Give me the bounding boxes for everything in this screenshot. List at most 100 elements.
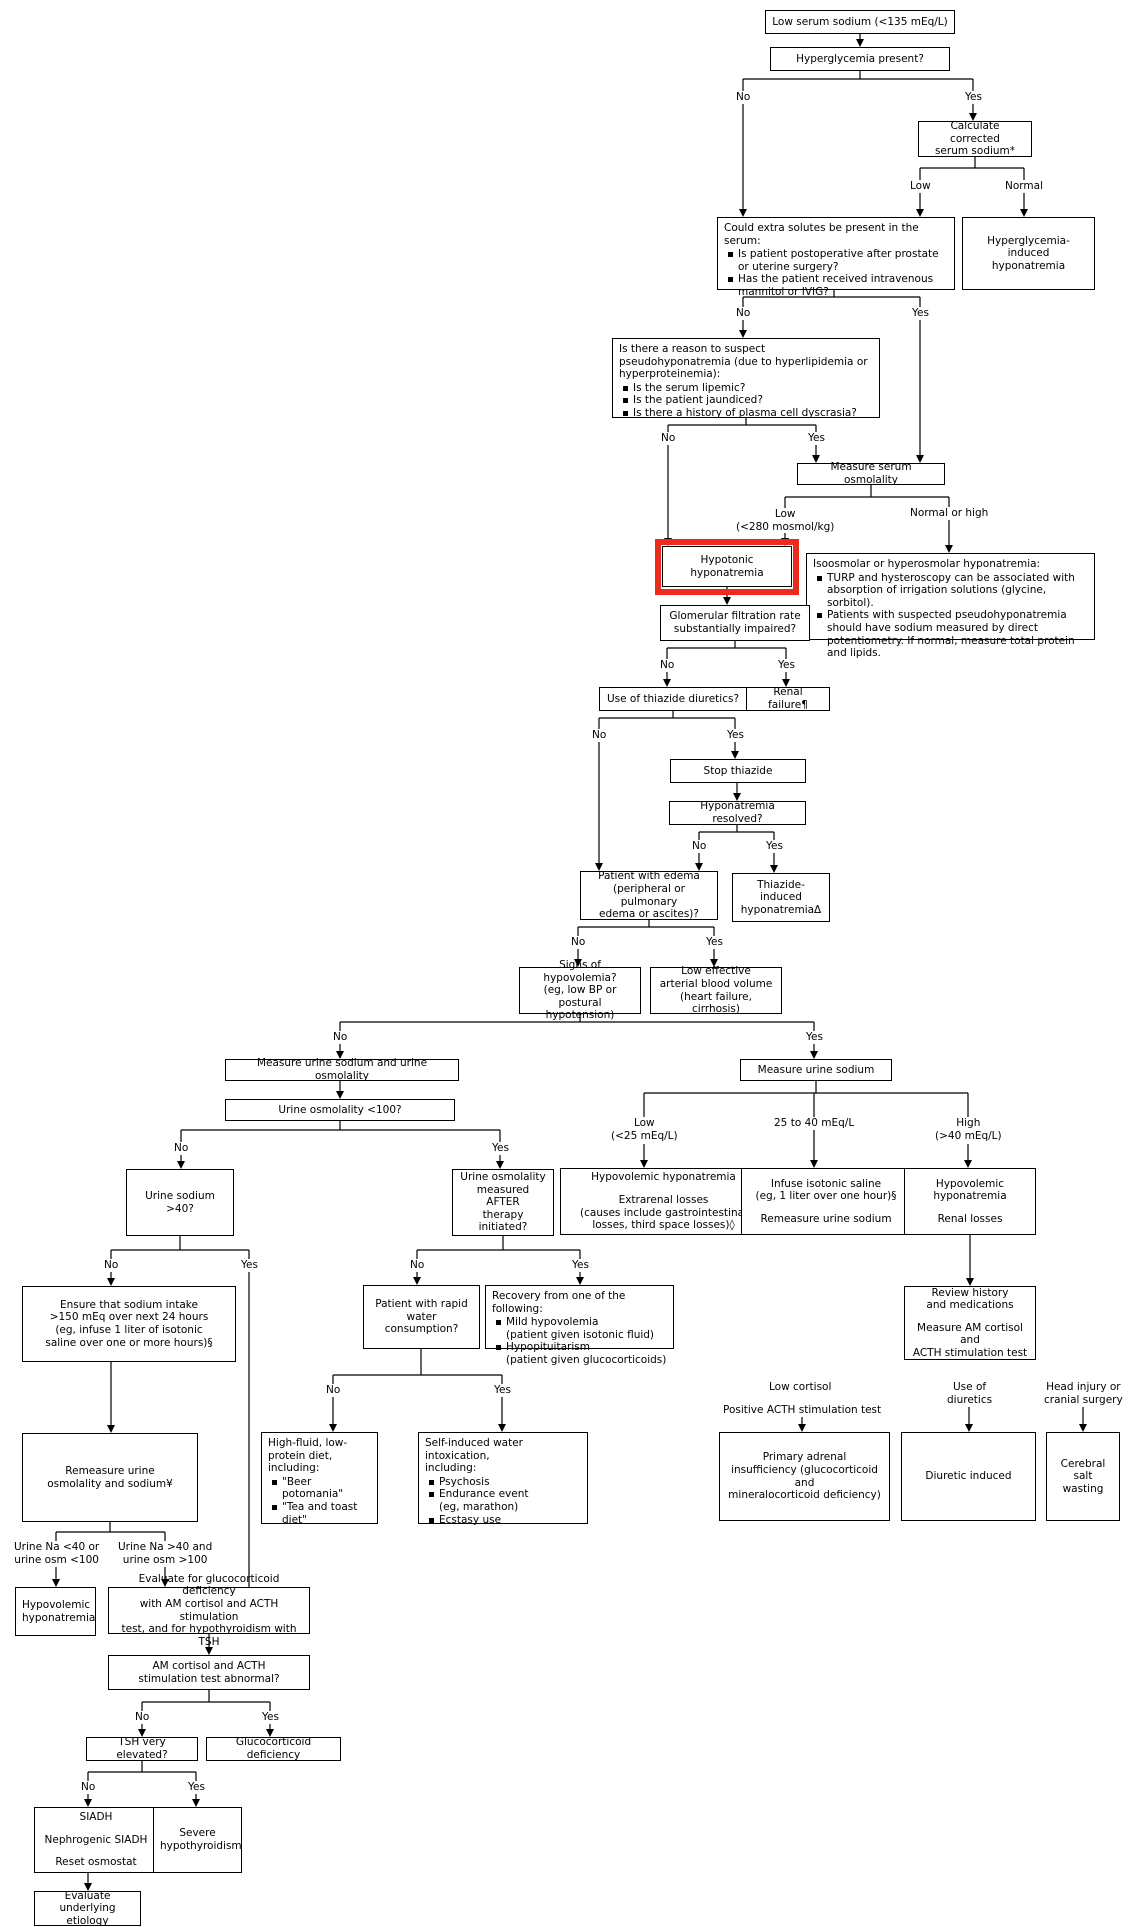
arrowhead xyxy=(710,959,718,967)
node-text: Cerebral salt xyxy=(1060,1457,1106,1483)
branch-label: Use of diuretics xyxy=(947,1381,993,1406)
arrowhead xyxy=(205,1647,213,1655)
arrowhead xyxy=(413,1277,421,1285)
node-text: Renal losses xyxy=(937,1212,1003,1225)
node-n19: Measure urine sodium and urine osmolalit… xyxy=(225,1057,459,1082)
node-text: (heart failure, cirrhosis) xyxy=(680,990,752,1016)
node-text: Self-induced water intoxication, xyxy=(425,1437,523,1462)
node-text: Calculate corrected xyxy=(950,120,1000,145)
arrowhead xyxy=(84,1883,92,1891)
node-text: etiology xyxy=(66,1914,109,1927)
node-text: postural hypotension) xyxy=(545,996,615,1022)
bullet-item: Is the serum lipemic? xyxy=(623,382,873,395)
arrowhead xyxy=(336,1051,344,1059)
branch-label: Yes xyxy=(912,307,929,319)
branch-label: Yes xyxy=(572,1259,589,1271)
branch-label: Urine Na <40 or urine osm <100 xyxy=(14,1541,100,1566)
branch-label: No xyxy=(736,91,751,103)
bullet-item: Patients with suspected pseudohyponatrem… xyxy=(817,609,1088,659)
branch-label: Urine Na >40 and urine osm >100 xyxy=(118,1541,213,1566)
node-text: Measure urine sodium and urine osmolalit… xyxy=(256,1057,428,1082)
node-n6: Is there a reason to suspect pseudohypon… xyxy=(612,338,880,420)
node-text: losses, third space losses)◊ xyxy=(592,1219,735,1232)
node-text: Low effective xyxy=(681,965,751,978)
node-text: (causes include gastrointestinal xyxy=(580,1206,747,1219)
arrowhead xyxy=(1020,209,1028,217)
branch-label: Yes xyxy=(766,840,783,852)
arrowhead xyxy=(945,545,953,553)
node-n22: Urine sodium >40? xyxy=(126,1169,234,1236)
node-n8: Hypotonic hyponatremia xyxy=(662,546,792,587)
node-text: Use of thiazide diuretics? xyxy=(606,692,740,705)
node-text: Patient with edema xyxy=(598,870,700,883)
arrowhead xyxy=(739,330,747,338)
arrowhead xyxy=(798,1424,806,1432)
node-text: water consumption? xyxy=(384,1310,459,1336)
node-text: Urine sodium >40? xyxy=(145,1189,215,1215)
arrowhead xyxy=(733,793,741,801)
branch-label: 25 to 40 mEq/L xyxy=(774,1117,855,1129)
branch-label: No xyxy=(571,936,586,948)
arrowhead xyxy=(107,1425,115,1433)
branch-label: Low (<25 mEq/L) xyxy=(611,1117,678,1142)
arrowhead xyxy=(663,679,671,687)
node-text: Could extra solutes be present in the se… xyxy=(724,222,919,247)
node-n29: Recovery from one of the following:Mild … xyxy=(485,1285,674,1366)
arrowhead xyxy=(595,863,603,871)
arrowhead xyxy=(138,1729,146,1737)
branch-label: High (>40 mEq/L) xyxy=(935,1117,1002,1142)
node-text: Hypotonic hyponatremia xyxy=(690,553,764,579)
node-text: saline over one or more hours)§ xyxy=(45,1336,213,1349)
node-text: Primary adrenal xyxy=(762,1451,847,1464)
bullet-list: Is the serum lipemic?Is the patient jaun… xyxy=(619,382,873,420)
branch-label: No xyxy=(592,729,607,741)
branch-label: Normal xyxy=(1005,180,1043,192)
bullet-list: Is patient postoperative after prostate … xyxy=(724,248,948,298)
node-text: Evaluate underlying xyxy=(59,1889,116,1915)
arrowhead xyxy=(329,1424,337,1432)
node-n4: Could extra solutes be present in the se… xyxy=(717,217,955,298)
node-text: (eg, 1 liter over one hour)§ xyxy=(755,1190,897,1203)
node-text: Remeasure urine sodium xyxy=(760,1212,892,1225)
node-text: mineralocorticoid deficiency) xyxy=(728,1489,881,1502)
arrowhead xyxy=(812,455,820,463)
node-text: Evaluate for glucocorticoid deficiency xyxy=(138,1572,280,1598)
branch-label: Yes xyxy=(188,1781,205,1793)
branch-label: Low cortisol xyxy=(769,1381,832,1393)
bullet-item: "Tea and toast diet" xyxy=(272,1501,371,1526)
node-text: Remeasure urine xyxy=(65,1464,155,1477)
node-n35: Diuretic induced xyxy=(901,1432,1036,1521)
arrowhead xyxy=(810,1160,818,1168)
arrowhead xyxy=(107,1278,115,1286)
node-text: with AM cortisol and ACTH stimulation xyxy=(139,1597,279,1623)
bullet-item: Mild hypovolemia (patient given isotonic… xyxy=(496,1316,667,1341)
arrowhead xyxy=(916,209,924,217)
arrowhead xyxy=(574,959,582,967)
node-n41: Glucocorticoid deficiency xyxy=(206,1736,341,1761)
node-text: Hypovolemic xyxy=(935,1177,1005,1190)
node-n14: Hyponatremia resolved? xyxy=(669,800,806,825)
node-n11: Use of thiazide diuretics? xyxy=(599,687,747,711)
node-text: Nephrogenic SIADH xyxy=(44,1833,148,1846)
arrowhead xyxy=(731,751,739,759)
bullet-item: Ecstasy use xyxy=(429,1514,581,1527)
node-text: High-fluid, low-protein diet, xyxy=(268,1437,348,1462)
bullet-item: TURP and hysteroscopy can be associated … xyxy=(817,572,1088,610)
node-n12: Renal failure¶ xyxy=(746,686,830,711)
node-text: hyponatremia xyxy=(22,1611,96,1624)
branch-label: Head injury or cranial surgery xyxy=(1044,1381,1123,1406)
arrowhead xyxy=(640,1160,648,1168)
arrowhead xyxy=(770,865,778,873)
branch-label: Positive ACTH stimulation test xyxy=(723,1404,882,1416)
